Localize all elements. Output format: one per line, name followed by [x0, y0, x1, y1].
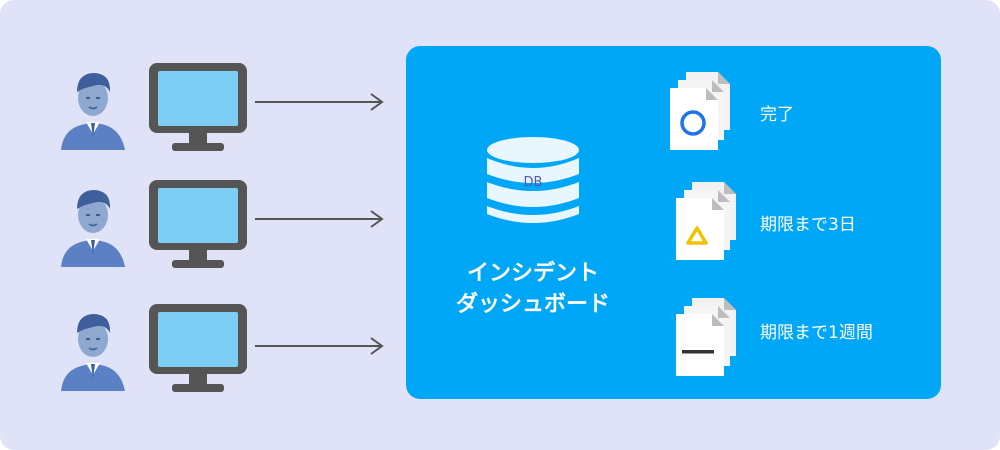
status-label: 期限まで3日: [760, 215, 856, 235]
user-icon: [61, 190, 125, 267]
monitor-icon: [149, 63, 247, 151]
status-label: 期限まで1週間: [760, 323, 873, 343]
status-item-3-days: 期限まで3日: [668, 180, 928, 270]
monitor-icon: [149, 304, 247, 392]
triangle-icon: [686, 226, 708, 245]
circle-icon: [680, 110, 706, 136]
status-item-1-week: 期限まで1週間: [668, 296, 928, 386]
panel-title: インシデント ダッシュボード: [426, 258, 640, 320]
panel-title-line2: ダッシュボード: [455, 292, 610, 317]
db-label: DB: [523, 175, 543, 190]
user-workstation-row: [55, 60, 395, 160]
arrow-icon: [255, 210, 384, 228]
arrow-icon: [255, 93, 384, 111]
document-stack-icon: [676, 298, 736, 376]
user-workstation-row: [55, 301, 395, 401]
user-workstation-row: [55, 177, 395, 277]
panel-title-line1: インシデント: [466, 261, 599, 286]
arrow-icon: [255, 337, 384, 355]
user-icon: [61, 314, 125, 391]
status-item-complete: 完了: [668, 70, 928, 160]
database-icon: DB: [485, 136, 581, 228]
incident-dashboard-panel: DB インシデント ダッシュボード 完了 期限まで3日: [406, 46, 941, 399]
status-label: 完了: [760, 105, 794, 125]
monitor-icon: [149, 180, 247, 268]
document-stack-icon: [670, 72, 730, 150]
document-stack-icon: [676, 182, 736, 260]
dash-icon: [682, 350, 714, 354]
user-icon: [61, 73, 125, 150]
